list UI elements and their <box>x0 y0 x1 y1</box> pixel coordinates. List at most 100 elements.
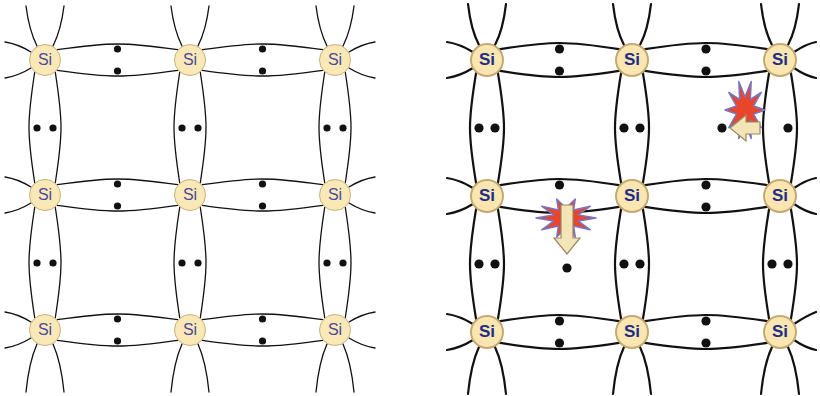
covalent-bond <box>174 72 206 182</box>
valence-electron <box>490 259 499 268</box>
atom-symbol: Si <box>772 322 788 342</box>
covalent-bond <box>57 314 177 346</box>
dangling-bond <box>794 42 816 350</box>
atom-symbol: Si <box>772 50 788 70</box>
covalent-bond <box>763 209 797 319</box>
dangling-bond <box>468 347 799 394</box>
valence-electron <box>635 123 644 132</box>
covalent-bond <box>57 44 177 76</box>
atom-symbol: Si <box>38 321 52 339</box>
valence-electron <box>33 259 40 266</box>
silicon-atom: Si <box>615 179 649 213</box>
valence-electron <box>767 259 776 268</box>
covalent-bond <box>763 73 797 183</box>
valence-electron <box>114 45 121 52</box>
valence-electron <box>701 338 710 347</box>
covalent-bond <box>202 314 322 346</box>
silicon-atom: Si <box>319 44 351 76</box>
valence-electron <box>339 259 346 266</box>
silicon-atom: Si <box>29 314 61 346</box>
valence-electron <box>555 44 564 53</box>
valence-electron <box>555 180 564 189</box>
silicon-atom: Si <box>174 44 206 76</box>
valence-electron <box>259 67 266 74</box>
dangling-bond <box>468 4 799 45</box>
covalent-bond <box>500 315 619 349</box>
valence-electron <box>555 316 564 325</box>
valence-electron <box>178 259 185 266</box>
dangling-bond <box>5 42 31 348</box>
valence-electron <box>474 259 483 268</box>
atom-symbol: Si <box>328 321 342 339</box>
covalent-bond <box>470 73 504 183</box>
silicon-atom: Si <box>174 314 206 346</box>
atom-symbol: Si <box>624 50 640 70</box>
covalent-bond <box>202 179 322 211</box>
silicon-atom: Si <box>763 43 797 77</box>
silicon-atom: Si <box>763 179 797 213</box>
valence-electron <box>490 123 499 132</box>
covalent-bond <box>319 72 351 182</box>
atom-symbol: Si <box>38 51 52 69</box>
atom-symbol: Si <box>479 50 495 70</box>
electron-motion-arrow <box>730 115 760 141</box>
valence-electron <box>555 66 564 75</box>
valence-electron <box>635 259 644 268</box>
silicon-atom: Si <box>763 315 797 349</box>
valence-electron <box>323 124 330 131</box>
valence-electron <box>194 259 201 266</box>
covalent-bond <box>202 44 322 76</box>
atom-symbol: Si <box>328 51 342 69</box>
atom-symbol: Si <box>624 186 640 206</box>
atom-symbol: Si <box>183 51 197 69</box>
valence-electron <box>701 66 710 75</box>
freed-electron <box>562 263 571 272</box>
atom-symbol: Si <box>479 322 495 342</box>
covalent-bond <box>645 315 767 349</box>
covalent-bond <box>615 209 649 319</box>
covalent-bond <box>645 179 767 213</box>
covalent-bond <box>615 73 649 183</box>
valence-electron <box>783 259 792 268</box>
atom-symbol: Si <box>183 321 197 339</box>
valence-electron <box>339 124 346 131</box>
valence-electron <box>701 316 710 325</box>
atom-symbol: Si <box>772 186 788 206</box>
covalent-bond <box>319 207 351 317</box>
valence-electrons <box>33 44 792 347</box>
valence-electron <box>114 202 121 209</box>
covalent-bond <box>470 209 504 319</box>
silicon-atom: Si <box>615 43 649 77</box>
valence-electron <box>555 338 564 347</box>
silicon-atom: Si <box>470 43 504 77</box>
covalent-bond <box>500 43 619 77</box>
freed-electron <box>717 123 726 132</box>
valence-electron <box>619 123 628 132</box>
silicon-atom: Si <box>470 179 504 213</box>
valence-electron <box>259 337 266 344</box>
silicon-atom: Si <box>615 315 649 349</box>
valence-electron <box>783 123 792 132</box>
covalent-bond <box>174 207 206 317</box>
silicon-atom: Si <box>29 179 61 211</box>
dangling-bond <box>26 6 354 46</box>
valence-electron <box>474 123 483 132</box>
valence-electron <box>259 202 266 209</box>
silicon-atom: Si <box>29 44 61 76</box>
valence-electron <box>114 315 121 322</box>
valence-electron <box>701 202 710 211</box>
silicon-atom: Si <box>319 179 351 211</box>
covalent-bond <box>29 72 61 182</box>
valence-electron <box>619 259 628 268</box>
silicon-atom: Si <box>319 314 351 346</box>
valence-electron <box>701 180 710 189</box>
dangling-bond <box>26 344 354 392</box>
silicon-atom: Si <box>470 315 504 349</box>
valence-electron <box>701 44 710 53</box>
valence-electron <box>49 124 56 131</box>
valence-electron <box>259 315 266 322</box>
valence-electron <box>49 259 56 266</box>
